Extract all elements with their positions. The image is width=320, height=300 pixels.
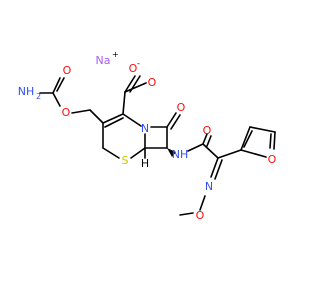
bond bbox=[210, 157, 219, 178]
amino-subscript: 2 bbox=[36, 92, 41, 101]
bond bbox=[124, 82, 147, 93]
bond bbox=[243, 130, 253, 148]
sodium-charge: + bbox=[112, 50, 119, 59]
bond bbox=[269, 133, 272, 149]
bond bbox=[71, 109, 91, 114]
bond bbox=[249, 126, 276, 133]
furan-oxygen: O bbox=[268, 153, 277, 166]
bond bbox=[104, 117, 124, 128]
bond bbox=[202, 133, 208, 145]
bond bbox=[89, 109, 104, 124]
oxime-nitrogen: N bbox=[205, 180, 213, 193]
carboxylate-oxygen-minus: O bbox=[129, 62, 138, 75]
sodium-label: Na bbox=[96, 54, 111, 67]
amide-oxygen: O bbox=[203, 124, 212, 137]
bond bbox=[273, 131, 276, 150]
structure-canvas: Na + O - O O N S H NH O N O O O O NH 2 bbox=[18, 50, 277, 222]
bond bbox=[166, 112, 177, 128]
bond bbox=[52, 77, 61, 94]
carbamate-ester-oxygen: O bbox=[62, 106, 71, 119]
molecule-diagram: Na + O - O O N S H NH O N O O O O NH 2 bbox=[18, 50, 277, 222]
bond bbox=[102, 113, 124, 124]
bonds bbox=[39, 75, 276, 216]
bond bbox=[130, 147, 146, 159]
bond bbox=[240, 126, 251, 151]
bond bbox=[217, 149, 242, 159]
bond bbox=[52, 92, 61, 107]
bond bbox=[179, 212, 194, 216]
carboxylate-charge: - bbox=[137, 59, 140, 68]
ring-nitrogen: N bbox=[141, 122, 149, 135]
bond bbox=[102, 147, 120, 159]
lactam-oxygen: O bbox=[177, 101, 186, 114]
bond bbox=[240, 149, 267, 158]
bond bbox=[122, 91, 126, 115]
bond bbox=[56, 77, 65, 92]
amide-nh: NH bbox=[172, 148, 189, 161]
carbamate-oxygen: O bbox=[63, 64, 72, 77]
wedge-bond bbox=[167, 148, 176, 157]
bond bbox=[187, 143, 204, 152]
oxime-oxygen: O bbox=[196, 209, 205, 222]
carboxylate-oxygen: O bbox=[148, 76, 157, 89]
atom-labels: Na + O - O O N S H NH O N O O O O NH 2 bbox=[18, 50, 277, 222]
ring-sulfur: S bbox=[122, 154, 129, 167]
bond bbox=[206, 135, 212, 147]
amino-nh2: NH bbox=[18, 85, 35, 98]
bond bbox=[122, 113, 142, 127]
bond bbox=[202, 143, 219, 159]
stereo-hydrogen: H bbox=[141, 157, 149, 170]
bond bbox=[124, 75, 136, 93]
bond bbox=[214, 159, 223, 180]
bond bbox=[170, 114, 181, 130]
bond bbox=[199, 195, 206, 211]
